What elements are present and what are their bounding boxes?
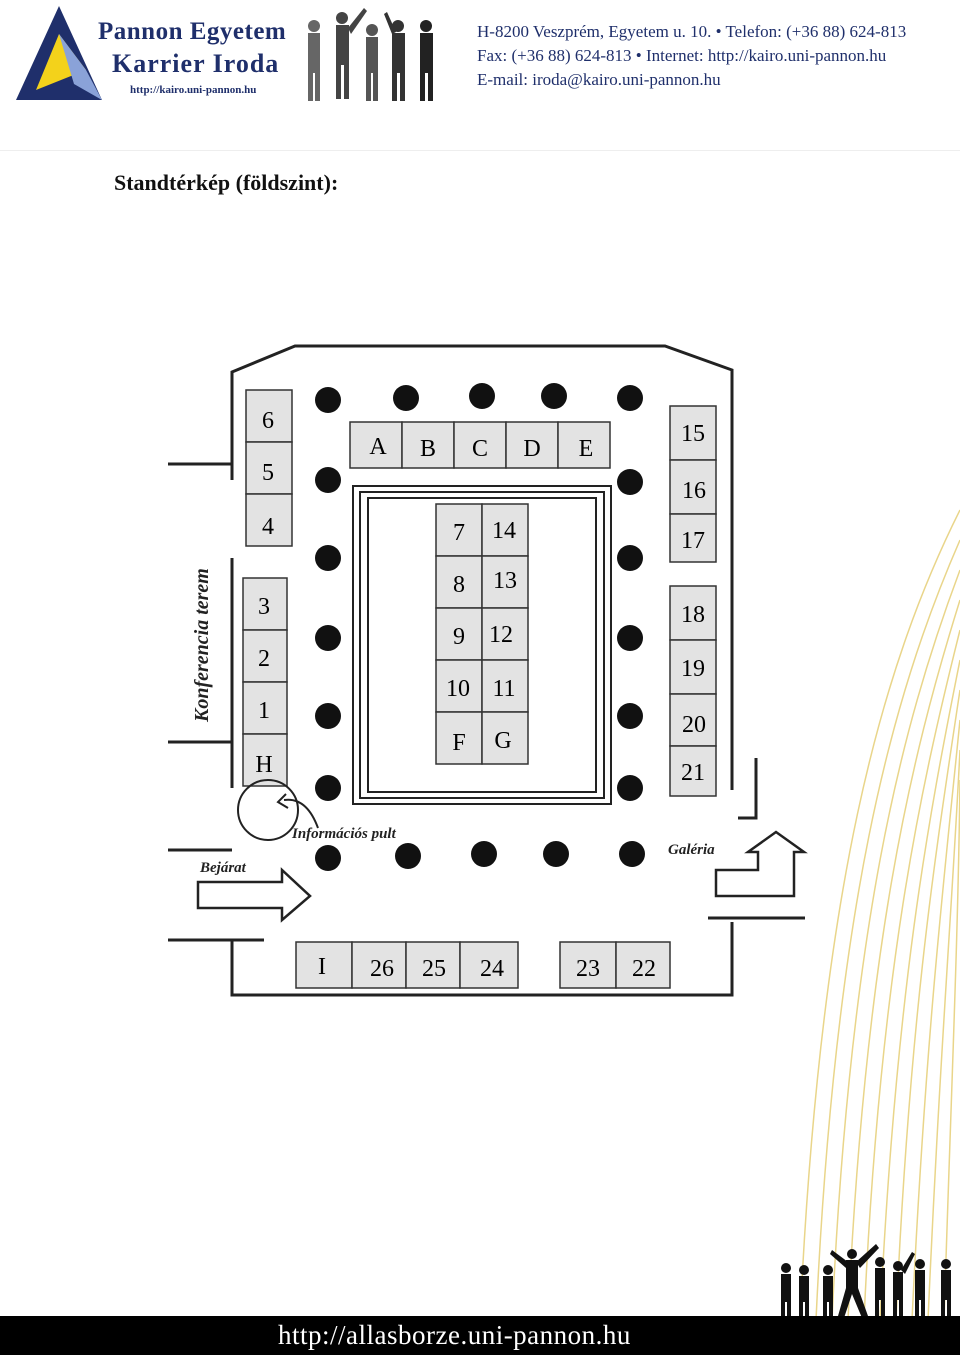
contact-email: E-mail: iroda@kairo.uni-pannon.hu xyxy=(477,70,721,89)
booth-6 xyxy=(245,389,293,443)
booth-label: 25 xyxy=(422,956,446,982)
footer-people-silhouettes-icon xyxy=(781,1244,951,1318)
booth-label: 12 xyxy=(489,622,513,648)
logo-url: http://kairo.uni-pannon.hu xyxy=(130,84,257,96)
booth-h xyxy=(242,733,288,787)
booth-label: 6 xyxy=(262,408,274,434)
footer-website-link[interactable]: http://allasborze.uni-pannon.hu xyxy=(278,1320,631,1350)
booths-top-row: A B C D E xyxy=(349,421,611,469)
booth-label: 10 xyxy=(446,676,470,702)
logo-office-name: Karrier Iroda xyxy=(112,49,280,78)
booth-3 xyxy=(242,577,288,631)
page-header: Pannon Egyetem Karrier Iroda http://kair… xyxy=(0,0,960,150)
logo-university-name: Pannon Egyetem xyxy=(98,18,287,45)
booths-bottom-right: 23 22 xyxy=(559,941,671,989)
booth-label: 21 xyxy=(681,760,705,786)
booth-label: C xyxy=(472,436,488,462)
booth-label: 24 xyxy=(480,956,504,982)
booths-left-upper: 6 5 4 xyxy=(245,389,293,547)
info-desk-label: Információs pult xyxy=(291,826,397,842)
booth-label: 3 xyxy=(258,594,270,620)
booth-label: 9 xyxy=(453,624,465,650)
booth-4 xyxy=(245,493,293,547)
entrance-arrow-icon xyxy=(196,867,312,923)
booths-right-upper: 15 16 17 xyxy=(669,405,717,563)
booth-label: G xyxy=(494,728,511,754)
booth-2 xyxy=(242,629,288,683)
booth-label: 13 xyxy=(493,568,517,594)
conference-room-label: Konferencia terem xyxy=(191,568,213,723)
decorative-gold-lines xyxy=(799,509,960,1320)
building-walls xyxy=(168,344,805,997)
booth-5 xyxy=(245,441,293,495)
central-area-frame xyxy=(352,485,612,805)
booths-center-left: 7 8 9 10 F xyxy=(435,503,483,765)
booth-label: 8 xyxy=(453,572,465,598)
header-divider xyxy=(0,150,960,151)
booth-label: B xyxy=(420,436,436,462)
booth-label: 15 xyxy=(681,421,705,447)
pillars xyxy=(315,383,645,871)
booth-1 xyxy=(242,681,288,735)
booth-label: 5 xyxy=(262,460,274,486)
contact-fax-web: Fax: (+36 88) 624-813 • Internet: http:/… xyxy=(477,46,887,65)
booth-label: 20 xyxy=(682,712,706,738)
entrance-label: Bejárat xyxy=(199,860,247,876)
booth-label: I xyxy=(318,954,326,980)
booth-label: 16 xyxy=(682,478,706,504)
gallery-arrow-icon xyxy=(714,830,808,898)
booth-label: 1 xyxy=(258,698,270,724)
booth-label: D xyxy=(523,436,540,462)
contact-info: H-8200 Veszprém, Egyetem u. 10. • Telefo… xyxy=(477,20,906,92)
booth-label: A xyxy=(369,434,387,460)
booth-label: 22 xyxy=(632,956,656,982)
booth-label: 18 xyxy=(681,602,705,628)
gallery-label: Galéria xyxy=(668,842,715,858)
booths-center-right: 14 13 12 11 G xyxy=(481,503,529,765)
karrier-iroda-logo: Pannon Egyetem Karrier Iroda http://kair… xyxy=(14,4,454,106)
people-silhouettes-icon xyxy=(294,4,454,106)
contact-address-phone: H-8200 Veszprém, Egyetem u. 10. • Telefo… xyxy=(477,22,907,41)
floor-map: 6 5 4 3 2 1 H A B C D E 7 8 9 10 F xyxy=(168,344,808,997)
booths-left-lower: 3 2 1 H xyxy=(242,577,288,787)
info-desk-icon xyxy=(237,779,319,841)
booth-label: 26 xyxy=(370,956,394,982)
booth-label: H xyxy=(255,752,272,778)
booth-label: 19 xyxy=(681,656,705,682)
booth-label: E xyxy=(579,436,594,462)
booths-right-lower: 18 19 20 21 xyxy=(669,585,717,797)
booth-label: 4 xyxy=(262,514,274,540)
booths-bottom-left: I 26 25 24 xyxy=(295,941,519,989)
booth-label: 2 xyxy=(258,646,270,672)
logo-triangle-icon xyxy=(16,6,102,100)
footer-bar: http://allasborze.uni-pannon.hu xyxy=(0,1316,960,1355)
booth-label: 23 xyxy=(576,956,600,982)
booth-label: 17 xyxy=(681,528,705,554)
page-title: Standtérkép (földszint): xyxy=(114,170,339,195)
booth-label: 11 xyxy=(492,676,515,702)
booth-label: F xyxy=(452,730,465,756)
booth-label: 7 xyxy=(453,520,465,546)
booth-label: 14 xyxy=(492,518,516,544)
